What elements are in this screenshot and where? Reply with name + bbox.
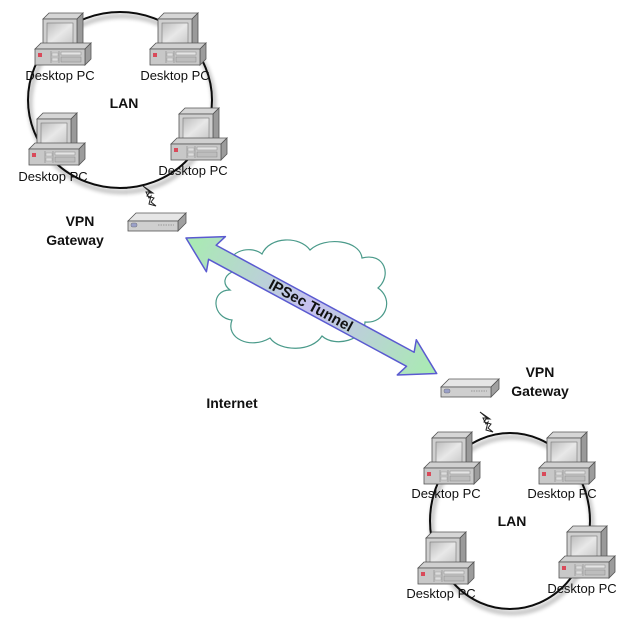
- desktop-pc-icon: [423, 431, 481, 485]
- desktop-pc-icon: [558, 525, 616, 579]
- gateway-label: VPN: [526, 364, 555, 380]
- pc-label: Desktop PC: [527, 486, 596, 501]
- site-2: VPN Gateway LAN Desktop PC Desktop PC De…: [406, 364, 617, 610]
- internet-label: Internet: [206, 395, 258, 411]
- link-arrow-icon: [479, 411, 494, 433]
- desktop-pc-icon: [28, 112, 86, 166]
- desktop-pc-icon: [34, 12, 92, 66]
- pc-label: Desktop PC: [158, 163, 227, 178]
- lan-ring: [27, 11, 213, 189]
- site-1: LAN Desktop PC Desktop PC Desktop PC Des…: [18, 11, 228, 248]
- gateway-label: VPN: [66, 213, 95, 229]
- pc-label: Desktop PC: [25, 68, 94, 83]
- gateway-label: Gateway: [46, 232, 104, 248]
- pc-label: Desktop PC: [140, 68, 209, 83]
- tunnel-arrow: [185, 235, 438, 376]
- lan-ring: [429, 432, 591, 610]
- vpn-gateway-icon: [440, 378, 500, 398]
- pc-label: Desktop PC: [406, 586, 475, 601]
- desktop-pc-icon: [538, 431, 596, 485]
- vpn-gateway-icon: [127, 212, 187, 232]
- desktop-pc-icon: [417, 531, 475, 585]
- pc-label: Desktop PC: [18, 169, 87, 184]
- lan-label: LAN: [498, 513, 527, 529]
- link-arrow-icon: [142, 185, 157, 207]
- pc-label: Desktop PC: [547, 581, 616, 596]
- desktop-pc-icon: [149, 12, 207, 66]
- gateway-label: Gateway: [511, 383, 569, 399]
- desktop-pc-icon: [170, 107, 228, 161]
- pc-label: Desktop PC: [411, 486, 480, 501]
- lan-label: LAN: [110, 95, 139, 111]
